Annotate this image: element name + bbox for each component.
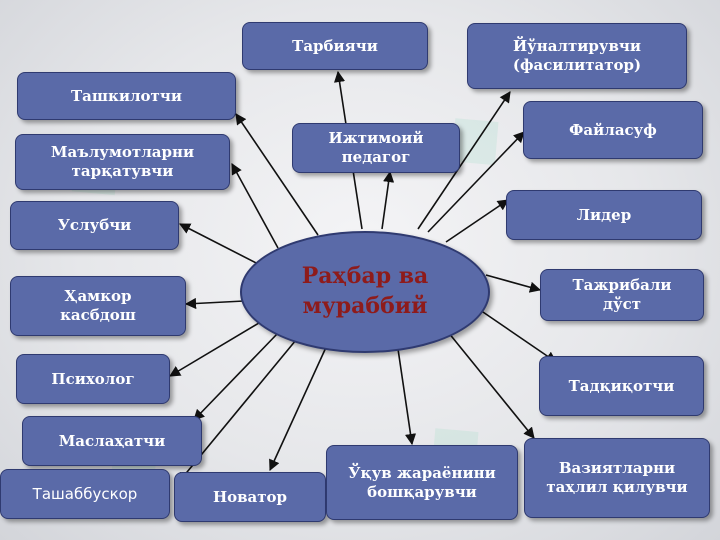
node-ijtimoiy-pedagog: Ижтимоий педагог	[292, 123, 460, 173]
arrow-maslahatchi	[193, 332, 279, 421]
node-maslahatchi: Маслаҳатчи	[22, 416, 202, 466]
arrow-malumot	[231, 163, 279, 249]
node-psixolog: Психолог	[16, 354, 170, 404]
arrow-hamkor	[184, 297, 245, 310]
node-uslubchi: Услубчи	[10, 201, 179, 250]
node-novator: Новатор	[174, 472, 326, 522]
node-tashabbuskor: Ташаббускор	[0, 469, 170, 519]
arrow-uslubchi	[179, 223, 267, 269]
node-lider: Лидер	[506, 190, 702, 240]
arrow-yunaltiruvchi	[417, 91, 511, 230]
arrow-tadqiqotchi	[479, 309, 557, 363]
arrow-uquv	[397, 348, 417, 446]
arrow-novator	[269, 342, 329, 472]
arrow-lider	[445, 199, 509, 243]
arrow-tajribali	[485, 274, 542, 293]
node-tadqiqotchi: Тадқиқотчи	[539, 356, 704, 416]
node-tajribali-dust: Тажрибали дўст	[540, 269, 704, 321]
central-node-label: Раҳбар ва мураббий	[301, 263, 429, 319]
node-faylasuf: Файласуф	[523, 101, 703, 159]
arrow-vaziyat	[447, 331, 535, 439]
node-uquv-jarayonini: Ўқув жараёнини бошқарувчи	[326, 445, 518, 520]
node-hamkor-kasbdosh: Ҳамкор касбдош	[10, 276, 186, 336]
central-node: Раҳбар ва мураббий	[240, 231, 490, 353]
arrow-ijtimoiy	[381, 170, 395, 230]
node-malumotlarni-tarqatuvchi: Маълумотларни тарқатувчи	[15, 134, 230, 190]
arrow-psixolog	[169, 319, 265, 377]
arrow-faylasuf	[427, 131, 525, 233]
node-vaziyatlarni-tahlil: Вазиятларни таҳлил қилувчи	[524, 438, 710, 518]
node-tarbiyachi: Тарбиячи	[242, 22, 428, 70]
node-tashkilotchi: Ташкилотчи	[17, 72, 236, 120]
node-yunaltiruvchi: Йўналтирувчи (фасилитатор)	[467, 23, 687, 89]
arrow-tashkilotchi	[235, 113, 319, 236]
